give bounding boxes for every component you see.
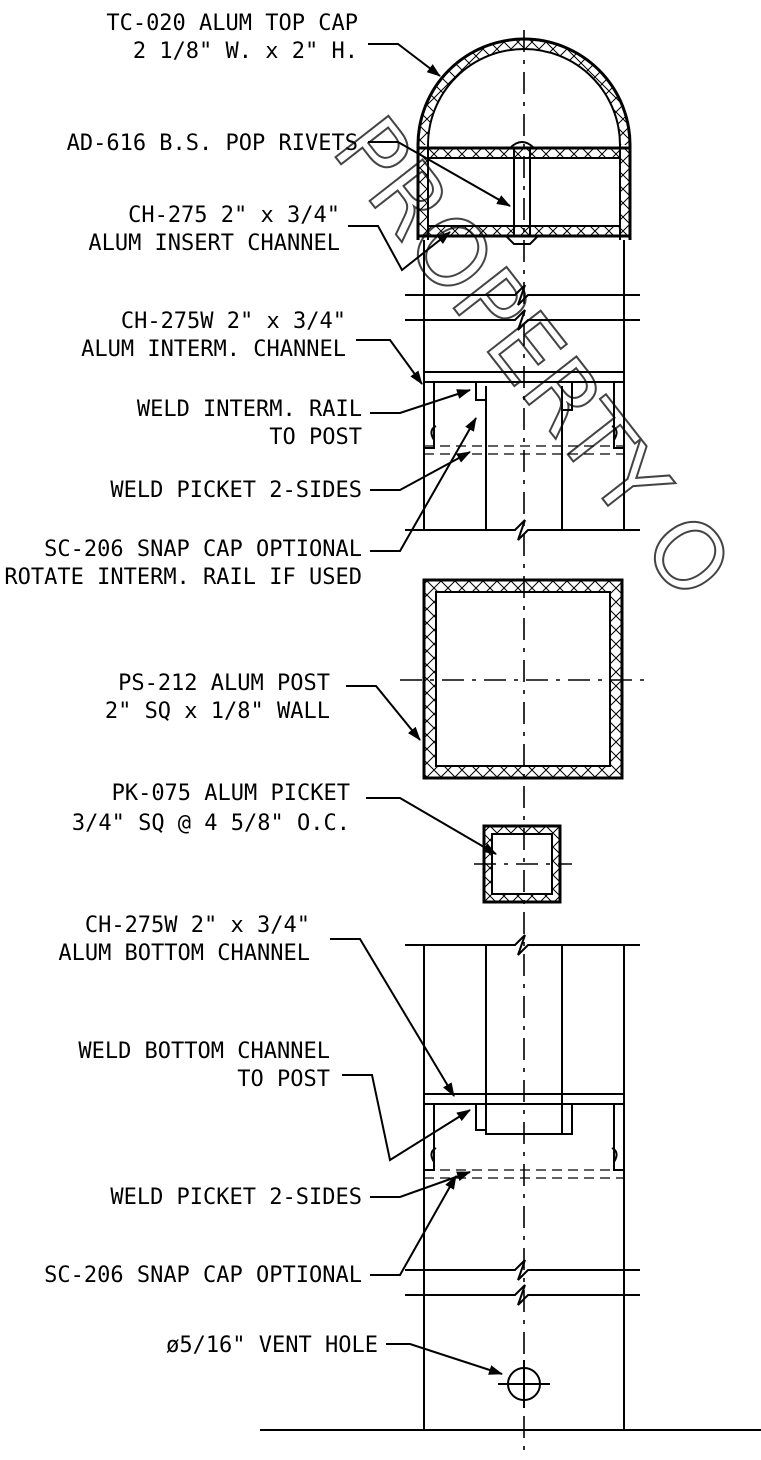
post-section: [400, 578, 646, 780]
weld-picket-label-1: WELD PICKET 2-SIDES: [110, 478, 362, 503]
pop-rivets-label: AD-616 B.S. POP RIVETS: [67, 131, 358, 156]
weld-interm-rail-label-1: WELD INTERM. RAIL: [137, 397, 362, 422]
picket-section: [474, 824, 572, 904]
snap-cap-label-1a: SC-206 SNAP CAP OPTIONAL: [44, 537, 362, 562]
bottom-channel-label-1: CH-275W 2" x 3/4": [85, 913, 310, 938]
interm-channel-label-1: CH-275W 2" x 3/4": [121, 309, 346, 334]
interm-channel-label-2: ALUM INTERM. CHANNEL: [81, 337, 346, 362]
snap-cap-label-1b: ROTATE INTERM. RAIL IF USED: [4, 565, 362, 590]
post-label-1: PS-212 ALUM POST: [118, 671, 330, 696]
bottom-channel-label-2: ALUM BOTTOM CHANNEL: [58, 941, 310, 966]
weld-picket-label-2: WELD PICKET 2-SIDES: [110, 1185, 362, 1210]
picket-label-1: PK-075 ALUM PICKET: [112, 781, 350, 806]
weld-interm-rail-label-2: TO POST: [269, 425, 362, 450]
bottom-channel-assembly: [260, 934, 761, 1431]
insert-channel-label-1: CH-275 2" x 3/4": [128, 203, 340, 228]
vent-hole-label: ø5/16" VENT HOLE: [166, 1333, 378, 1358]
top-cap-label-2: 2 1/8" W. x 2" H.: [133, 39, 358, 64]
leader-lines: [330, 43, 511, 1375]
weld-bottom-channel-label-1: WELD BOTTOM CHANNEL: [78, 1039, 330, 1064]
insert-channel-label-2: ALUM INSERT CHANNEL: [88, 231, 340, 256]
snap-cap-label-2: SC-206 SNAP CAP OPTIONAL: [44, 1263, 362, 1288]
weld-bottom-channel-label-2: TO POST: [237, 1067, 330, 1092]
watermark-text: PROPERTY O: [313, 98, 752, 618]
top-cap-label-1: TC-020 ALUM TOP CAP: [106, 11, 358, 36]
post-label-2: 2" SQ x 1/8" WALL: [105, 699, 330, 724]
picket-label-2: 3/4" SQ @ 4 5/8" O.C.: [72, 811, 350, 836]
